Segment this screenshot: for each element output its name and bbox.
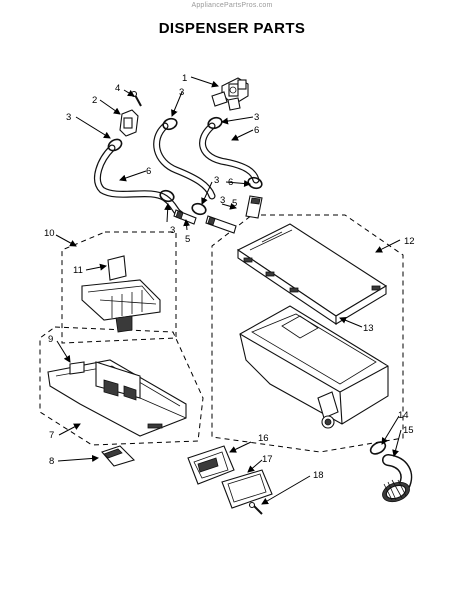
inlet-hoses <box>94 122 260 218</box>
dispenser-drawer <box>47 359 187 437</box>
dispenser-insert <box>81 255 161 333</box>
callout-label: 13 <box>363 323 374 334</box>
dispenser-housing <box>239 305 389 429</box>
callout-label: 16 <box>258 433 269 444</box>
callout-label: 3 <box>214 175 219 186</box>
door-seal <box>221 469 273 509</box>
valve-connector <box>119 109 139 137</box>
callout-label: 7 <box>49 430 54 441</box>
bellows-clamp <box>369 441 387 455</box>
bellows-hose <box>382 454 413 503</box>
callout-label: 9 <box>48 334 53 345</box>
hose-connectors <box>173 195 263 234</box>
callout-label: 5 <box>185 234 190 245</box>
inlet-valve <box>211 77 249 111</box>
callout-label: 17 <box>262 454 273 465</box>
dispenser-cover <box>236 223 388 326</box>
callout-label: 8 <box>49 456 54 467</box>
callout-label: 3 <box>220 195 225 206</box>
callout-label: 5 <box>232 198 237 209</box>
callout-label: 6 <box>228 177 233 188</box>
page-title: DISPENSER PARTS <box>158 20 306 37</box>
watermark: AppliancePartsPros.com <box>191 2 273 9</box>
callout-label: 3 <box>254 112 259 123</box>
assembly-outline-12 <box>211 214 404 453</box>
assembly-outline-10 <box>61 231 177 344</box>
callout-labels: 1 2 3 3 3 3 3 3 4 5 5 6 6 6 7 8 9 10 11 … <box>44 73 415 481</box>
callout-label: 4 <box>115 83 120 94</box>
callout-label: 1 <box>182 73 187 84</box>
hose-clamps <box>107 116 263 216</box>
callout-label: 10 <box>44 228 55 239</box>
callout-label: 3 <box>179 87 184 98</box>
screw-18 <box>248 501 263 515</box>
assembly-outline-9 <box>39 326 204 446</box>
callout-label: 3 <box>170 225 175 236</box>
callout-label: 6 <box>146 166 151 177</box>
callout-label: 11 <box>73 265 83 276</box>
callout-label: 15 <box>403 425 414 436</box>
leader-lines <box>55 76 402 505</box>
siphon-cap <box>101 445 136 467</box>
drawer-handle <box>187 445 235 485</box>
mounting-screw <box>130 90 142 107</box>
callout-label: 18 <box>313 470 324 481</box>
callout-label: 6 <box>254 125 259 136</box>
callout-label: 14 <box>398 410 409 421</box>
callout-label: 12 <box>404 236 415 247</box>
callout-label: 3 <box>66 112 71 123</box>
callout-label: 2 <box>92 95 97 106</box>
